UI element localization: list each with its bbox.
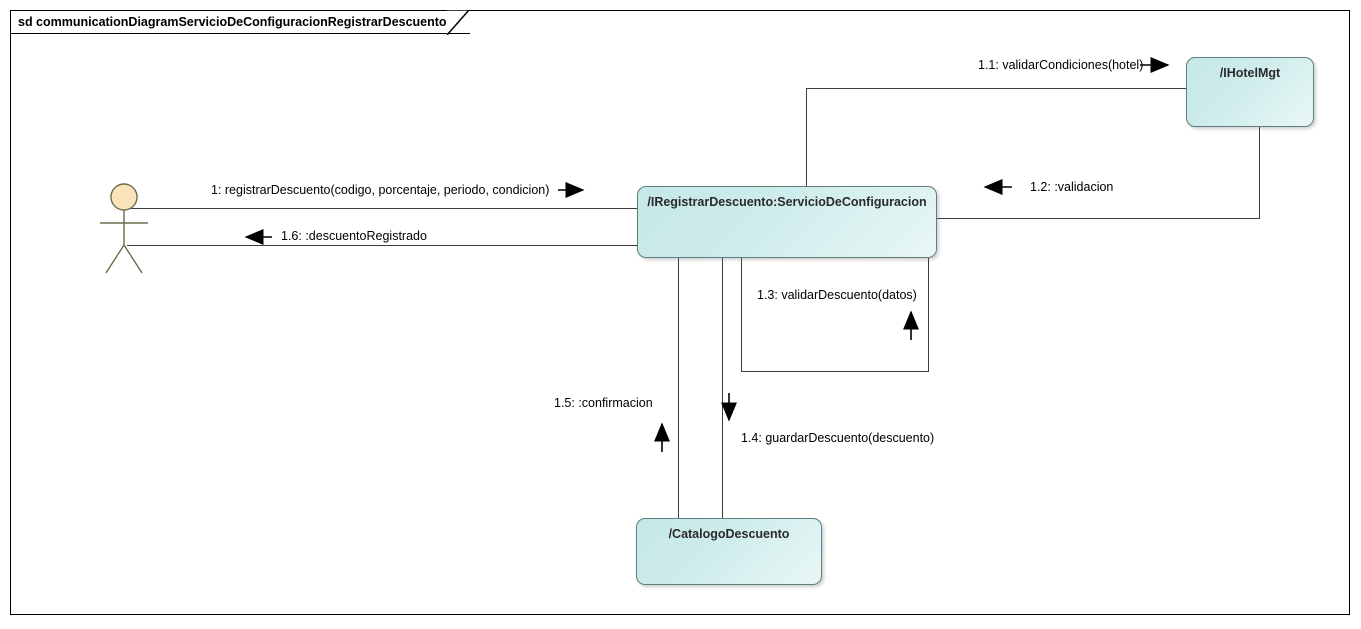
link-actor-servicio-top (127, 208, 637, 209)
message-label-1: 1: registrarDescuento(codigo, porcentaje… (211, 183, 550, 197)
actor-head-icon (110, 183, 138, 211)
frame-tab-corner-icon (447, 9, 471, 36)
link-actor-servicio-bottom (127, 245, 637, 246)
message-label-1-5: 1.5: :confirmacion (554, 396, 653, 410)
node-ihotelmgt[interactable]: /IHotelMgt (1186, 57, 1314, 127)
node-catalogo-descuento[interactable]: /CatalogoDescuento (636, 518, 822, 585)
node-ihotelmgt-label: /IHotelMgt (1219, 66, 1281, 80)
link-servicio-catalogo-vertical (722, 258, 723, 518)
actor[interactable] (96, 183, 166, 283)
link-servicio-hotelmgt-vertical (806, 88, 807, 186)
selfloop-right-edge (928, 258, 929, 371)
actor-leg-left-icon (105, 244, 125, 274)
link-servicio-hotelmgt-horizontal (806, 88, 1188, 89)
selfloop-left-edge (741, 258, 742, 371)
message-label-1-2: 1.2: :validacion (1030, 180, 1114, 194)
link-hotelmgt-servicio-horizontal (937, 218, 1260, 219)
message-label-1-3: 1.3: validarDescuento(datos) (757, 288, 917, 302)
link-hotelmgt-servicio-vertical (1259, 127, 1260, 218)
node-servicio-de-configuracion[interactable]: /IRegistrarDescuento:ServicioDeConfigura… (637, 186, 937, 258)
diagram-frame (10, 10, 1350, 615)
message-label-1-6: 1.6: :descuentoRegistrado (281, 229, 427, 243)
node-catalogo-label: /CatalogoDescuento (668, 527, 790, 541)
message-label-1-1: 1.1: validarCondiciones(hotel) (978, 58, 1144, 72)
selfloop-bottom-edge (741, 371, 929, 372)
actor-leg-right-icon (123, 244, 143, 274)
message-label-1-4: 1.4: guardarDescuento(descuento) (741, 431, 935, 445)
frame-label-tab: sd communicationDiagramServicioDeConfigu… (10, 9, 471, 36)
frame-label-text: sd communicationDiagramServicioDeConfigu… (18, 14, 447, 29)
node-servicio-label: /IRegistrarDescuento:ServicioDeConfigura… (647, 195, 927, 209)
link-catalogo-servicio-vertical (678, 258, 679, 518)
